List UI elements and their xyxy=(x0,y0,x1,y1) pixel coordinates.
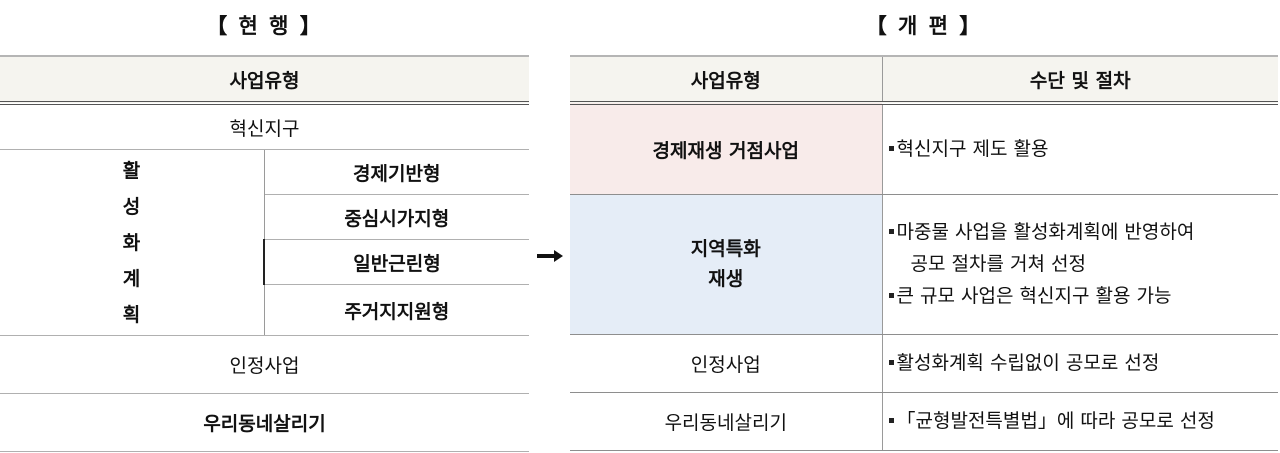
bullet-icon xyxy=(888,293,894,298)
reform-header-type: 사업유형 xyxy=(570,55,883,105)
bullet-icon xyxy=(888,146,894,152)
label-char: 활 xyxy=(122,159,141,182)
means-certified-project: 활성화계획 수립없이 공모로 선정 xyxy=(882,334,1278,393)
subtype-central-city: 중심시가지형 xyxy=(264,194,530,240)
activation-plan-label: 활 성 화 계 획 xyxy=(0,149,265,336)
type-economic-hub: 경제재생 거점사업 xyxy=(570,103,883,195)
subtype-residential-support: 주거지지원형 xyxy=(264,284,530,336)
label-char: 성 xyxy=(122,195,141,218)
type-regional-special: 지역특화 재생 xyxy=(570,194,883,335)
row-certified-project: 인정사업 xyxy=(0,335,530,394)
label-char: 계 xyxy=(122,267,141,290)
type-our-neighborhood: 우리동네살리기 xyxy=(570,392,883,451)
reform-header-means: 수단 및 절차 xyxy=(882,55,1278,105)
current-title: 【 현 행 】 xyxy=(206,14,323,38)
label-char: 화 xyxy=(122,231,141,254)
subtype-general-neighborhood: 일반근린형 xyxy=(262,239,530,285)
right-arrow-icon xyxy=(537,250,563,262)
means-economic-hub: 혁신지구 제도 활용 xyxy=(882,103,1278,195)
subtype-economic-base: 경제기반형 xyxy=(264,149,530,195)
current-table: 사업유형 혁신지구 활 성 화 계 획 경제기반형 중심시가지형 일반근린형 주… xyxy=(0,55,530,452)
label-char: 획 xyxy=(122,303,141,326)
reform-title: 【 개 편 】 xyxy=(865,14,983,38)
bullet-icon xyxy=(888,229,894,234)
bullet-icon xyxy=(888,360,894,365)
reform-table: 사업유형 수단 및 절차 경제재생 거점사업 혁신지구 제도 활용 지역특화 재… xyxy=(570,55,1278,451)
means-our-neighborhood: 「균형발전특별법」에 따라 공모로 선정 xyxy=(882,392,1278,451)
bullet-icon xyxy=(888,418,894,423)
row-innovation-district: 혁신지구 xyxy=(0,103,530,150)
means-regional-special: 마중물 사업을 활성화계획에 반영하여 공모 절차를 거쳐 선정 큰 규모 사업… xyxy=(882,194,1278,335)
current-header-type: 사업유형 xyxy=(0,55,530,105)
type-certified-project: 인정사업 xyxy=(570,334,883,393)
row-our-neighborhood: 우리동네살리기 xyxy=(0,393,530,452)
